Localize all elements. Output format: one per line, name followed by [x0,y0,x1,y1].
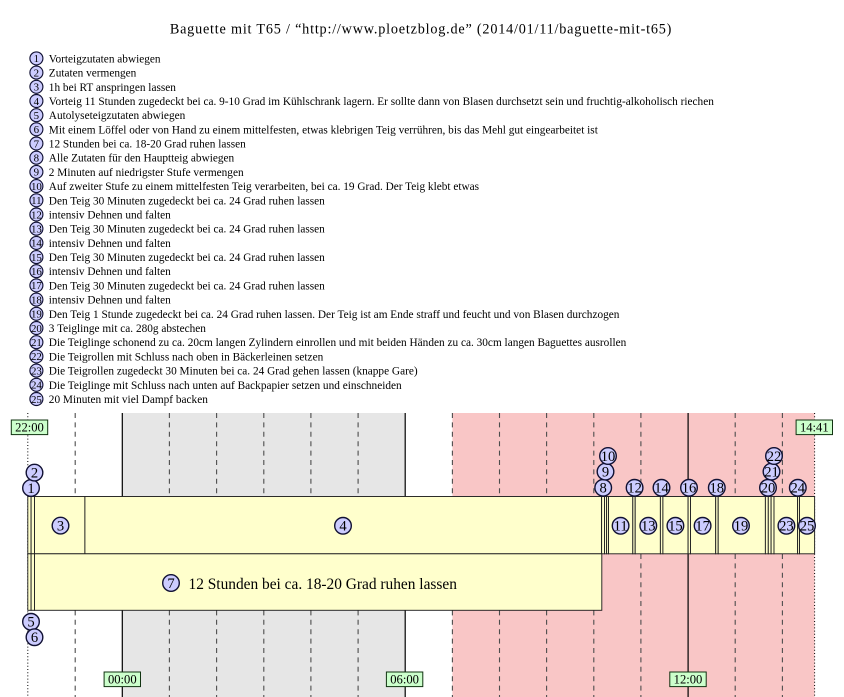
svg-text:18: 18 [31,294,42,306]
svg-text:06:00: 06:00 [390,673,419,687]
svg-text:20 Minuten mit viel Dampf back: 20 Minuten mit viel Dampf backen [49,394,208,406]
svg-text:19: 19 [734,519,749,535]
svg-text:8: 8 [34,153,40,165]
svg-text:Autolyseteigzutaten abwiegen: Autolyseteigzutaten abwiegen [49,110,186,122]
svg-text:Auf zweiter Stufe zu einem mit: Auf zweiter Stufe zu einem mittelfesten … [49,181,479,193]
svg-text:1h bei RT anspringen lassen: 1h bei RT anspringen lassen [49,82,176,94]
svg-text:Den Teig 30 Minuten zugedeckt: Den Teig 30 Minuten zugedeckt bei ca. 24… [49,195,325,207]
svg-text:3: 3 [57,519,64,535]
svg-text:2 Minuten auf niedrigster Stuf: 2 Minuten auf niedrigster Stufe vermenge… [49,167,244,179]
svg-text:5: 5 [34,110,40,122]
svg-text:10: 10 [601,449,616,465]
svg-text:21: 21 [31,337,42,349]
svg-text:5: 5 [27,615,34,631]
svg-text:Baguette mit T65 / “http://www: Baguette mit T65 / “http://www.ploetzblo… [170,22,672,38]
svg-text:14: 14 [654,481,669,497]
svg-text:3 Teiglinge mit ca. 280g abste: 3 Teiglinge mit ca. 280g abstechen [49,323,206,335]
svg-text:16: 16 [31,266,42,278]
svg-text:intensiv Dehnen und falten: intensiv Dehnen und falten [49,295,171,307]
svg-text:Die Teigrollen zugedeckt 30 Mi: Die Teigrollen zugedeckt 30 Minuten bei … [49,366,418,378]
svg-text:1: 1 [34,53,39,65]
svg-text:Alle Zutaten für den Hauptteig: Alle Zutaten für den Hauptteig abwiegen [49,153,235,165]
svg-text:00:00: 00:00 [108,673,137,687]
svg-text:15: 15 [31,252,42,264]
svg-text:2: 2 [31,466,38,482]
svg-text:12 Stunden bei ca. 18-20 Grad: 12 Stunden bei ca. 18-20 Grad ruhen lass… [189,576,458,593]
svg-text:18: 18 [710,481,725,497]
svg-text:13: 13 [31,224,42,236]
svg-text:23: 23 [31,365,42,377]
svg-text:Den Teig 30 Minuten zugedeckt: Den Teig 30 Minuten zugedeckt bei ca. 24… [49,224,325,236]
svg-text:6: 6 [31,630,38,646]
svg-text:20: 20 [761,481,776,497]
svg-text:2: 2 [34,67,39,79]
svg-text:7: 7 [167,576,174,592]
svg-text:14: 14 [31,238,42,250]
svg-text:intensiv Dehnen und falten: intensiv Dehnen und falten [49,266,171,278]
svg-text:24: 24 [791,481,806,497]
svg-text:Den Teig 30 Minuten zugedeckt: Den Teig 30 Minuten zugedeckt bei ca. 24… [49,280,325,292]
svg-text:13: 13 [641,519,656,535]
svg-text:7: 7 [34,138,40,150]
svg-text:24: 24 [31,380,42,392]
svg-text:17: 17 [31,280,42,292]
svg-text:Mit einem Löffel oder von Hand: Mit einem Löffel oder von Hand zu einem … [49,124,599,136]
svg-text:23: 23 [779,519,794,535]
svg-text:3: 3 [34,82,40,94]
svg-text:Die Teiglinge mit Schluss nach: Die Teiglinge mit Schluss nach unten auf… [49,380,402,392]
svg-text:12: 12 [31,209,42,221]
svg-text:Die Teigrollen mit Schluss nac: Die Teigrollen mit Schluss nach oben in … [49,351,324,363]
svg-text:20: 20 [31,323,42,335]
svg-text:6: 6 [34,124,40,136]
svg-text:Die Teiglinge schonend zu ca.: Die Teiglinge schonend zu ca. 20cm lange… [49,337,627,349]
svg-text:9: 9 [34,167,39,179]
svg-text:16: 16 [682,481,697,497]
svg-text:10: 10 [31,181,42,193]
svg-text:22:00: 22:00 [15,421,44,435]
svg-text:17: 17 [695,519,710,535]
svg-text:intensiv Dehnen und falten: intensiv Dehnen und falten [49,238,171,250]
svg-text:Den Teig 30 Minuten zugedeckt: Den Teig 30 Minuten zugedeckt bei ca. 24… [49,252,325,264]
svg-text:1: 1 [27,481,34,497]
svg-text:Den Teig 1 Stunde zugedeckt be: Den Teig 1 Stunde zugedeckt bei ca. 24 G… [49,309,620,321]
svg-text:22: 22 [31,351,42,363]
svg-text:19: 19 [31,309,42,321]
svg-text:12: 12 [627,481,642,497]
svg-text:4: 4 [34,96,40,108]
svg-text:intensiv Dehnen und falten: intensiv Dehnen und falten [49,210,171,222]
svg-text:Zutaten vermengen: Zutaten vermengen [49,68,137,80]
svg-text:25: 25 [31,394,42,406]
svg-text:11: 11 [31,195,42,207]
svg-text:14:41: 14:41 [800,421,829,435]
svg-text:12 Stunden bei ca. 18-20 Grad: 12 Stunden bei ca. 18-20 Grad ruhen lass… [49,139,246,151]
svg-text:25: 25 [800,519,815,535]
svg-text:8: 8 [600,481,607,497]
svg-text:21: 21 [764,465,779,481]
svg-text:11: 11 [614,519,628,535]
svg-text:12:00: 12:00 [674,673,703,687]
svg-text:4: 4 [339,519,347,535]
svg-text:Vorteigzutaten abwiegen: Vorteigzutaten abwiegen [49,53,161,65]
svg-text:22: 22 [767,449,782,465]
svg-text:9: 9 [602,465,609,481]
svg-text:15: 15 [668,519,683,535]
svg-text:Vorteig 11 Stunden zugedeckt b: Vorteig 11 Stunden zugedeckt bei ca. 9-1… [49,96,714,108]
